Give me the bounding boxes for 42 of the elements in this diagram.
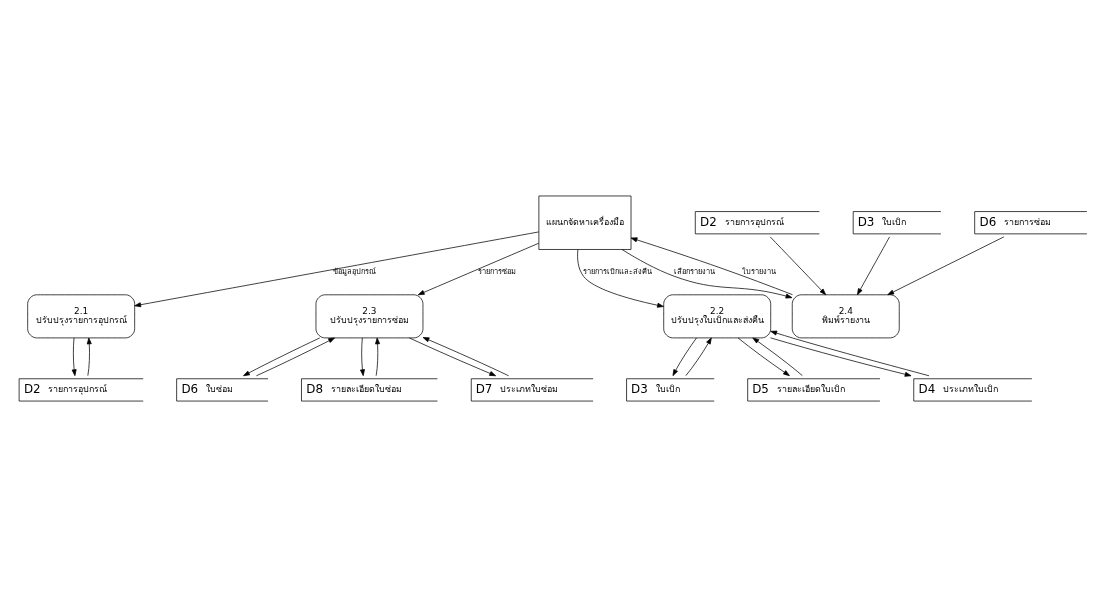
node-text: D2 รายการอุปกรณ์ xyxy=(700,214,784,229)
arrow xyxy=(256,337,335,377)
arrow xyxy=(422,337,510,377)
arrow xyxy=(577,249,664,308)
edge-label: เลือกรายงาน xyxy=(674,266,716,276)
arrow xyxy=(86,337,92,376)
node-box: 2.3 ปรับปรุงรายการซ่อม xyxy=(315,294,424,339)
node-text: D7 ประเภทใบซ่อม xyxy=(475,381,559,396)
node-text: D2 รายการอุปกรณ์ xyxy=(23,381,108,396)
node-box: 2.1 ปรับปรุงรายการอุปกรณ์ xyxy=(27,294,136,339)
arrow xyxy=(71,337,77,376)
node-box: 2.2 ปรับปรุงใบเบิกและส่งคืน xyxy=(663,294,772,339)
edge-label: ใบรายงาน xyxy=(741,266,776,276)
arrow xyxy=(409,337,497,377)
edge-label: รายการซ่อม xyxy=(477,266,516,276)
arrow xyxy=(243,337,321,377)
arrow xyxy=(375,337,380,376)
node-text: D3 ใบเบิก xyxy=(857,214,907,229)
arrow xyxy=(621,249,793,299)
arrow xyxy=(134,231,540,308)
edge-label: ข้อมูลอุปกรณ์ xyxy=(333,266,377,276)
arrow xyxy=(770,330,930,377)
node-text: D6 ใบซ่อม xyxy=(181,381,233,396)
node-box: 2.4 พิมพ์รายงาน xyxy=(791,294,900,339)
node-text: D8 รายละเอียดใบซ่อม xyxy=(306,381,402,396)
arrow xyxy=(630,237,793,296)
node-text: D3 ใบเบิก xyxy=(631,381,680,396)
arrow xyxy=(672,337,697,376)
arrow xyxy=(752,337,803,376)
node-text: D6 รายการซ่อม xyxy=(979,214,1052,229)
arrow xyxy=(685,337,712,376)
edge-label: รายการเบิกและส่งคืน xyxy=(583,266,653,276)
node-box: แผนกจัดหาเครื่องมือ xyxy=(538,195,632,250)
arrow xyxy=(360,337,365,376)
arrow xyxy=(769,236,827,296)
arrow xyxy=(737,337,790,376)
arrow xyxy=(417,242,540,296)
arrow xyxy=(887,236,1005,296)
node-text: D5 รายละเอียดใบเบิก xyxy=(752,381,845,396)
arrow xyxy=(770,337,912,377)
arrow xyxy=(857,236,890,296)
node-text: D4 ประเภทใบเบิก xyxy=(918,381,999,396)
